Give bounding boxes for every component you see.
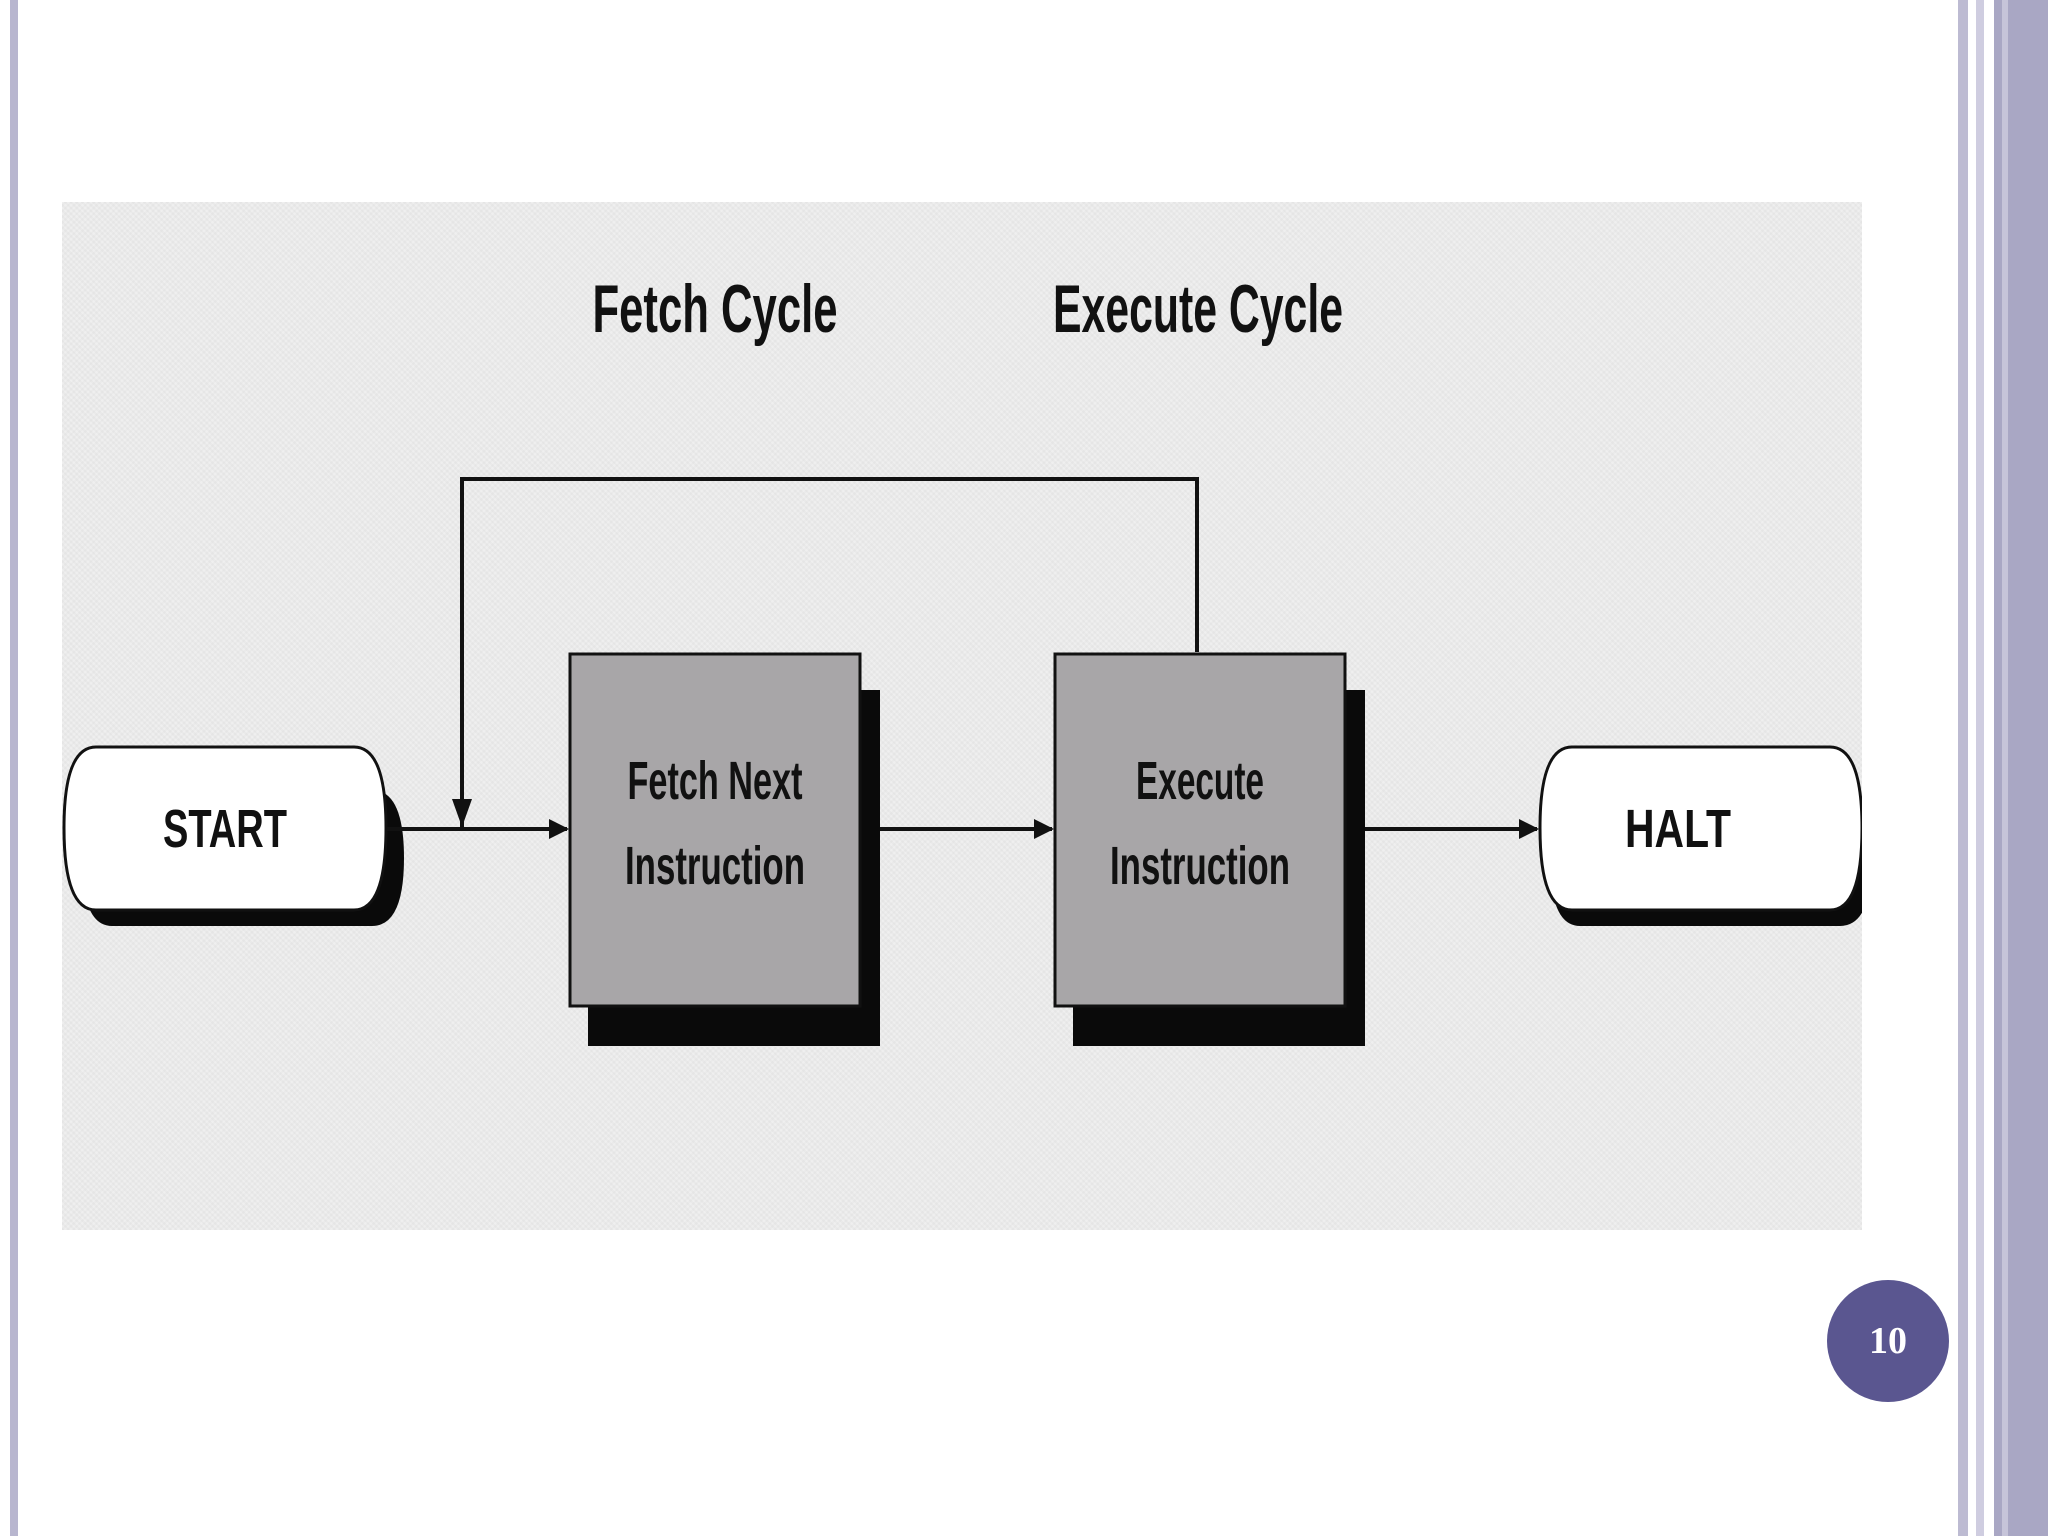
- fetch-box-label-line1: Fetch Next: [628, 751, 803, 811]
- execute-box-label-line1: Execute: [1136, 751, 1264, 811]
- execute-cycle-heading: Execute Cycle: [1053, 271, 1343, 347]
- execute-instruction-box: Execute Instruction: [1053, 652, 1365, 1046]
- right-border-decoration: [1958, 0, 1968, 1536]
- instruction-cycle-diagram: Fetch Cycle Execute Cycle START Fetch Ne…: [62, 271, 1862, 1046]
- start-terminator: START: [62, 745, 404, 926]
- execute-box-label-line2: Instruction: [1110, 836, 1290, 896]
- fetch-box-shape: [568, 652, 862, 1008]
- halt-label: HALT: [1625, 799, 1731, 859]
- left-border-decoration: [10, 0, 18, 1536]
- fetch-box-label-line2: Instruction: [625, 836, 805, 896]
- page-number-badge: 10: [1827, 1280, 1949, 1402]
- right-border-decoration: [1994, 0, 2048, 1536]
- fetch-next-instruction-box: Fetch Next Instruction: [568, 652, 880, 1046]
- execute-box-shape: [1053, 652, 1347, 1008]
- loop-back-connector: [460, 477, 1199, 827]
- loop-arrowhead: [452, 799, 472, 827]
- halt-shape: [1538, 745, 1862, 912]
- start-label: START: [163, 799, 287, 859]
- instruction-cycle-figure: Fetch Cycle Execute Cycle START Fetch Ne…: [62, 202, 1862, 1230]
- halt-terminator: HALT: [1538, 745, 1862, 926]
- start-shape: [62, 745, 388, 912]
- right-border-decoration: [1976, 0, 1984, 1536]
- fetch-cycle-heading: Fetch Cycle: [593, 271, 838, 347]
